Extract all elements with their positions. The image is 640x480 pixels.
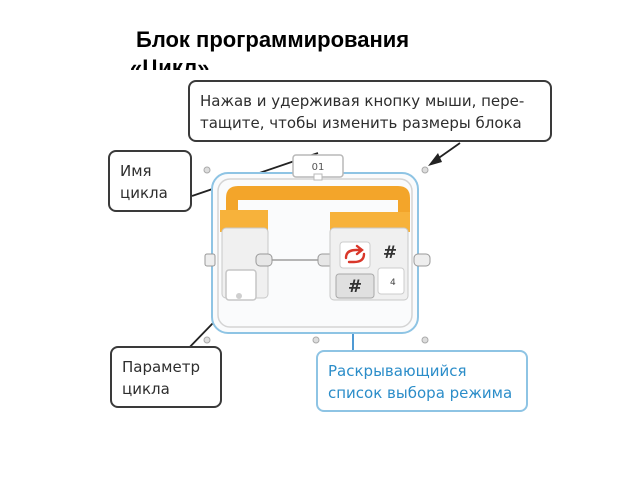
sequence-plug-left-in[interactable]: [204, 253, 216, 267]
mode-selector-button[interactable]: [335, 273, 375, 299]
count-value-tab[interactable]: [377, 267, 405, 295]
mode-dropdown-callout-line-1: Раскрывающийся: [328, 362, 467, 380]
mode-dropdown-callout-line-2: список выбора режима: [328, 384, 513, 402]
loop-name-callout: Имя цикла: [108, 150, 192, 212]
mode-dropdown-callout: Раскрывающийся список выбора режима: [316, 350, 528, 412]
loop-name-callout-line-1: Имя: [120, 162, 152, 180]
loop-name-callout-line-2: цикла: [120, 184, 168, 202]
pointer-arrowhead-resize: [428, 153, 442, 166]
resize-handle-bottom-left[interactable]: [203, 336, 211, 344]
loop-end-cap: [330, 212, 410, 232]
loop-param-callout: Параметр цикла: [110, 346, 222, 408]
resize-handle-top-right[interactable]: [421, 166, 429, 174]
resize-handle-bottom-right[interactable]: [421, 336, 429, 344]
slide-title-line-2: «Цикл»: [130, 55, 210, 70]
mode-selector-hash: #: [348, 277, 362, 297]
resize-hint-line-1: Нажав и удерживая кнопку мыши, пере-: [200, 92, 525, 110]
slide-title: Блок программирования «Цикл»: [130, 26, 490, 70]
count-hash-icon: #: [383, 243, 397, 263]
resize-hint-line-2: тащите, чтобы изменить размеры блока: [200, 114, 522, 132]
resize-handle-top-left[interactable]: [203, 166, 211, 174]
sequence-plug-right-out[interactable]: [413, 253, 431, 267]
loop-param-plug[interactable]: [225, 269, 257, 301]
loop-param-callout-line-2: цикла: [122, 380, 170, 398]
loop-icon-tile: [339, 241, 371, 269]
loop-param-callout-line-1: Параметр: [122, 358, 200, 376]
loop-name-tab-notch: [313, 173, 323, 181]
resize-handle-bottom-mid[interactable]: [312, 336, 320, 344]
loop-arrow-icon: [344, 244, 366, 264]
resize-hint-callout: Нажав и удерживая кнопку мыши, пере- тащ…: [188, 80, 552, 142]
loop-back-bar: [226, 186, 410, 228]
loop-name-text: 01: [312, 162, 325, 173]
loop-start-cap: [220, 210, 268, 232]
slide-title-line-1: Блок программирования: [136, 27, 410, 52]
sequence-plug-start-out[interactable]: [255, 253, 273, 267]
count-value-text: 4: [390, 278, 396, 288]
loop-param-plug-dot: [236, 293, 242, 299]
